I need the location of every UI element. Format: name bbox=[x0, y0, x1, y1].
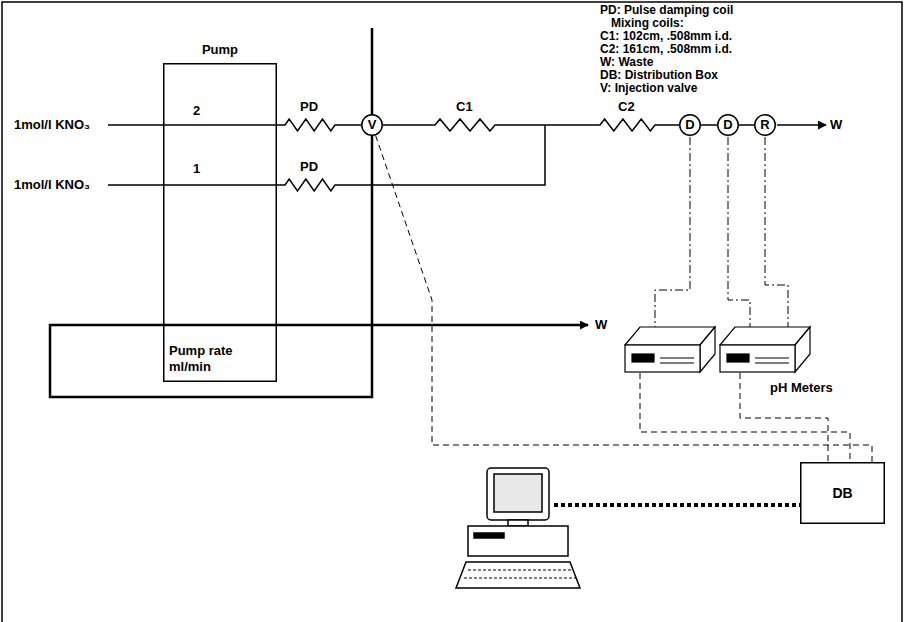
monitor bbox=[487, 468, 549, 520]
coil-label: PD bbox=[300, 99, 318, 115]
node-text: D bbox=[685, 117, 694, 133]
flow-line bbox=[277, 119, 361, 131]
device-label: pH Meters bbox=[770, 380, 833, 396]
circle-outline bbox=[680, 115, 701, 136]
reference-cell: R bbox=[754, 114, 776, 136]
computer-cable bbox=[554, 503, 800, 507]
box-outline bbox=[164, 64, 277, 382]
key-entry: C1: 102cm, .508mm i.d. bbox=[600, 30, 732, 43]
meter-front bbox=[720, 345, 795, 372]
channel-2-inlet-line bbox=[108, 124, 277, 126]
distribution-box: DB bbox=[800, 462, 885, 524]
coil-layer bbox=[108, 125, 545, 191]
channel-1-line bbox=[108, 125, 545, 191]
injection-valve: V bbox=[361, 114, 383, 136]
channel-number: 2 bbox=[193, 103, 200, 119]
ph-meter-symbol bbox=[625, 327, 715, 372]
meter-display bbox=[632, 354, 654, 362]
waste-label: W bbox=[830, 117, 842, 133]
electrode-cable bbox=[765, 137, 788, 327]
key-entry: PD: Pulse damping coil bbox=[600, 4, 733, 17]
electrode-cable bbox=[655, 137, 690, 327]
meter-side bbox=[700, 327, 715, 372]
circle-outline bbox=[718, 115, 739, 136]
flow-line bbox=[739, 124, 754, 126]
monitor-stand bbox=[508, 520, 528, 526]
electrode-cable bbox=[728, 137, 750, 327]
node-text: V bbox=[368, 117, 377, 133]
ph-meter-symbol bbox=[720, 327, 810, 372]
pump-rate-note: Pump rate ml/min bbox=[169, 343, 269, 375]
computer-symbol bbox=[456, 468, 580, 588]
reagent-label: 1mol/l KNO₃ bbox=[14, 117, 90, 133]
detector-cell: D bbox=[679, 114, 701, 136]
key-entry: C2: 161cm, .508mm i.d. bbox=[600, 43, 732, 56]
monitor-screen bbox=[494, 474, 542, 512]
system-unit bbox=[468, 526, 568, 556]
pump-title: Pump bbox=[163, 42, 277, 58]
waste-label: W bbox=[595, 317, 607, 333]
electrode-cables bbox=[655, 137, 788, 327]
node-text: R bbox=[760, 117, 769, 133]
box-outline bbox=[163, 63, 277, 382]
circle-outline bbox=[755, 115, 776, 136]
channel-number: 1 bbox=[193, 161, 200, 177]
meter-detail bbox=[755, 358, 789, 363]
coil-label: PD bbox=[300, 159, 318, 175]
key-entry: V: Injection valve bbox=[600, 82, 697, 95]
coil-label: C2 bbox=[618, 99, 635, 115]
meter-display bbox=[727, 354, 749, 362]
sample-loop-line bbox=[50, 28, 588, 397]
meter-detail bbox=[660, 358, 694, 363]
node-text: DB bbox=[832, 485, 852, 501]
keyboard bbox=[456, 562, 580, 588]
control-cable bbox=[376, 135, 872, 462]
data-cable bbox=[640, 373, 850, 462]
key-heading: Mixing coils: bbox=[611, 17, 684, 30]
keyboard-keys bbox=[464, 570, 576, 578]
detector-cell: D bbox=[717, 114, 739, 136]
meter-front bbox=[625, 345, 700, 372]
coil-label: C1 bbox=[456, 99, 473, 115]
waste-outlet-line bbox=[777, 124, 826, 126]
pump-box: Pump21Pump rate ml/min bbox=[163, 63, 277, 382]
reagent-label: 1mol/l KNO₃ bbox=[14, 177, 90, 193]
box-outline bbox=[801, 463, 885, 524]
key-entry: DB: Distribution Box bbox=[600, 69, 718, 82]
node-text: D bbox=[723, 117, 732, 133]
drive-slot bbox=[474, 533, 504, 538]
flow-line bbox=[701, 124, 717, 126]
flow-line bbox=[383, 119, 679, 131]
key-entry: W: Waste bbox=[600, 56, 653, 69]
circle-outline bbox=[362, 115, 383, 136]
meter-side bbox=[795, 327, 810, 372]
meter-data-cables bbox=[640, 373, 850, 462]
